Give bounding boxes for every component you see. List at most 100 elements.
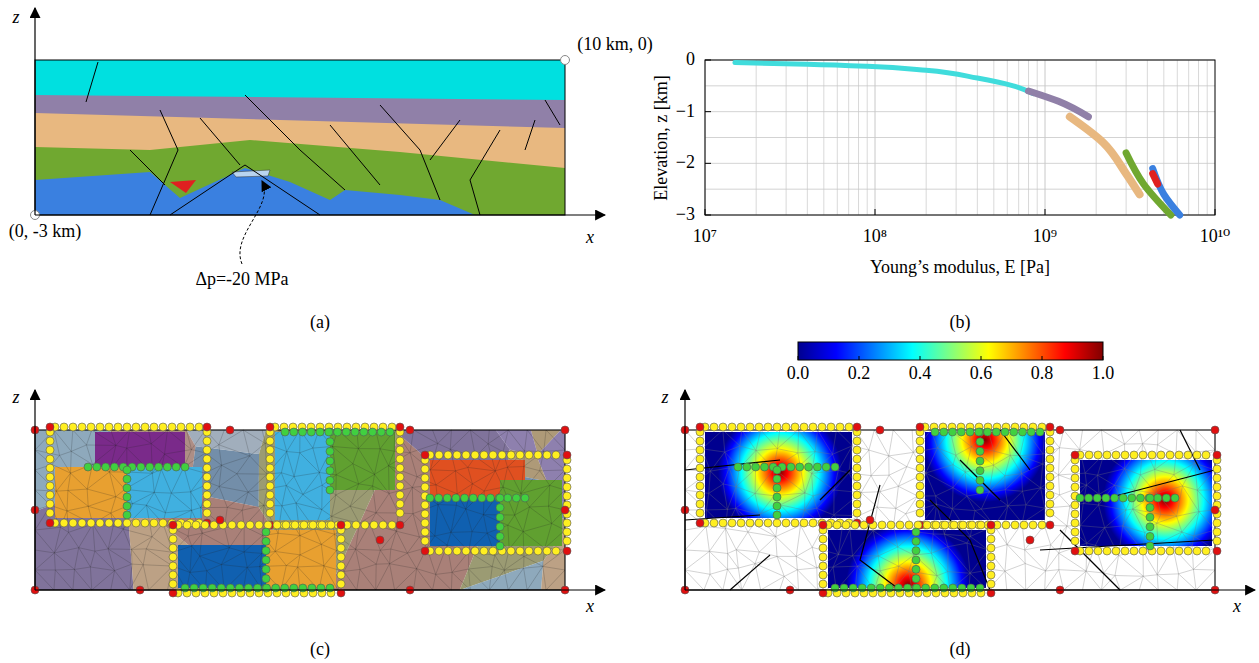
corner-dot: [1046, 521, 1054, 529]
boundary-dot: [177, 423, 185, 431]
boundary-dot: [719, 519, 727, 527]
boundary-dot: [905, 521, 913, 529]
boundary-dot: [1046, 473, 1054, 481]
boundary-dot: [1071, 528, 1079, 536]
interface-dot: [512, 494, 520, 502]
interface-dot: [1145, 494, 1153, 502]
layer: [35, 95, 565, 215]
boundary-dot: [421, 501, 429, 509]
interface-dot: [1146, 542, 1154, 550]
interface-dot: [290, 584, 298, 592]
boundary-dot: [1157, 547, 1165, 555]
interface-dot: [796, 463, 804, 471]
boundary-dot: [396, 446, 404, 454]
interface-dot: [1102, 494, 1110, 502]
boundary-dot: [1071, 474, 1079, 482]
boundary-dot: [300, 521, 308, 529]
boundary-dot: [396, 509, 404, 517]
mesh: [35, 430, 565, 590]
boundary-dot: [1071, 510, 1079, 518]
data-curve: [1126, 153, 1171, 215]
boundary-dot: [534, 547, 542, 555]
interface-dot: [912, 528, 920, 536]
corner-dot: [396, 521, 404, 529]
boundary-dot: [1071, 501, 1079, 509]
interface-dot: [461, 494, 469, 502]
boundary-dot: [396, 437, 404, 445]
x-axis: [685, 589, 1255, 590]
corner-dot: [203, 423, 211, 431]
interface-dot: [146, 463, 154, 471]
coordinate-label: (0, -3 km): [9, 222, 81, 242]
tick: [1215, 209, 1216, 215]
interface-dot: [976, 438, 984, 446]
tick: [859, 356, 860, 360]
boundary-dot: [563, 465, 571, 473]
interface-dot: [155, 463, 163, 471]
axis-name: z: [661, 388, 668, 408]
boundary-dot: [534, 451, 542, 459]
interface-dot: [496, 542, 504, 550]
tick-label: 10⁹: [1033, 227, 1057, 247]
boundary-dot: [46, 446, 54, 454]
boundary-dot: [836, 423, 844, 431]
boundary-dot: [273, 521, 281, 529]
boundary-dot: [1038, 521, 1046, 529]
modulus-chart: [705, 60, 1215, 215]
boundary-dot: [480, 451, 488, 459]
interface-dot: [123, 502, 131, 510]
interface-dot: [1146, 523, 1154, 531]
domain-border: [35, 430, 565, 590]
boundary-dot: [453, 547, 461, 555]
partition-cell: [187, 430, 266, 454]
boundary-dot: [266, 491, 274, 499]
boundary-dot: [916, 464, 924, 472]
boundary-dot: [435, 451, 443, 459]
colorbar-label: 0.8: [1031, 364, 1054, 384]
boundary-dot: [46, 500, 54, 508]
interface-dot: [326, 447, 334, 455]
grid-line: [705, 163, 1215, 164]
boundary-dot: [96, 423, 104, 431]
boundary-dot: [169, 535, 177, 543]
boundary-dot: [853, 509, 861, 517]
boundary-dot: [396, 500, 404, 508]
boundary-dot: [853, 482, 861, 490]
boundary-dot: [987, 580, 995, 588]
boundary-dot: [932, 521, 940, 529]
interface-dot: [966, 428, 974, 436]
corner-point: [561, 56, 570, 65]
boundary-dot: [266, 455, 274, 463]
interface-dot: [486, 494, 494, 502]
interface-dot: [913, 584, 921, 592]
boundary-dot: [819, 580, 827, 588]
boundary-dot: [60, 423, 68, 431]
boundary-dot: [498, 451, 506, 459]
boundary-dot: [1213, 492, 1221, 500]
corner-dot: [216, 516, 224, 524]
boundary-dot: [1071, 537, 1079, 545]
interface-dot: [787, 463, 795, 471]
boundary-dot: [941, 521, 949, 529]
reservoir: [232, 170, 270, 177]
boundary-dot: [968, 521, 976, 529]
fault-line: [170, 165, 320, 215]
interface-dot: [495, 494, 503, 502]
boundary-dot: [819, 571, 827, 579]
partition-cell: [460, 561, 543, 590]
boundary-dot: [60, 519, 68, 527]
boundary-dot: [105, 519, 113, 527]
boundary-dot: [853, 500, 861, 508]
fault-line: [470, 130, 500, 215]
plot-frame: [705, 60, 1215, 215]
boundary-dot: [755, 519, 763, 527]
boundary-dot: [853, 464, 861, 472]
boundary-dot: [266, 509, 274, 517]
boundary-dot: [728, 519, 736, 527]
interface-dot: [452, 494, 460, 502]
subdomain: [500, 480, 562, 546]
boundary-dot: [337, 580, 345, 588]
interface-dot: [262, 575, 270, 583]
boundary-dot: [237, 521, 245, 529]
boundary-dot: [842, 521, 850, 529]
